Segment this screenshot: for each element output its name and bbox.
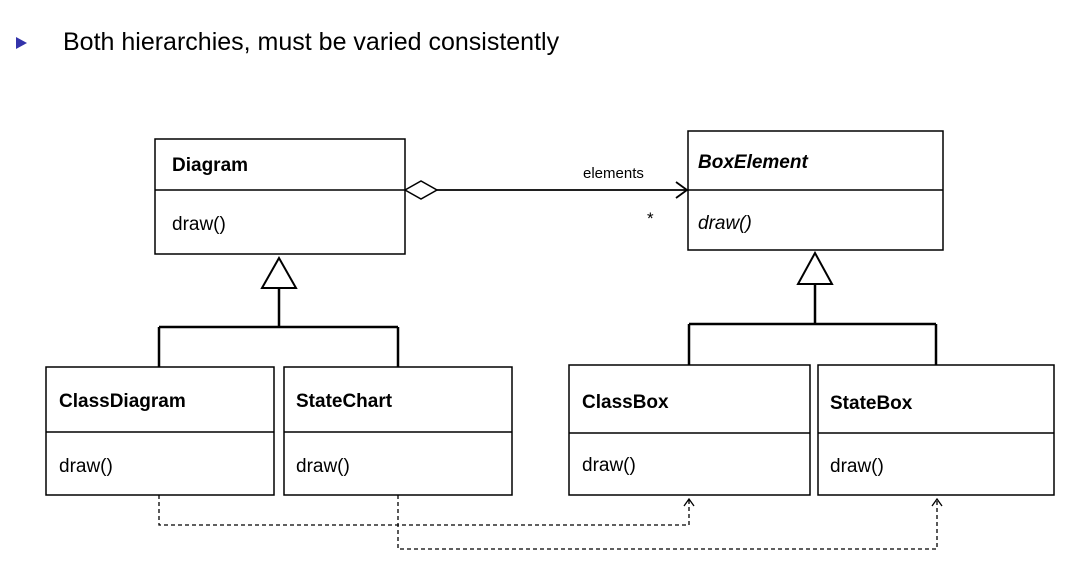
class-statechart-box: StateChart draw()	[283, 366, 513, 496]
triangle-bullet-icon	[16, 37, 27, 49]
statebox-class-name: StateBox	[830, 393, 913, 414]
dependency-statechart-statebox	[397, 495, 943, 550]
statebox-class-operation: draw()	[830, 456, 884, 477]
classdiagram-class-name: ClassDiagram	[59, 391, 186, 412]
class-statebox-box: StateBox draw()	[817, 364, 1055, 496]
statechart-class-name: StateChart	[296, 391, 393, 412]
classbox-class-name: ClassBox	[582, 392, 669, 413]
bullet-text: Both hierarchies, must be varied consist…	[63, 27, 560, 56]
left-generalization	[157, 255, 400, 367]
box-element-class-operation: draw()	[698, 213, 752, 234]
classdiagram-class-operation: draw()	[59, 456, 113, 477]
aggregation-association: elements *	[403, 165, 689, 228]
class-classdiagram-box: ClassDiagram draw()	[45, 366, 275, 496]
box-element-class-name: BoxElement	[698, 152, 808, 173]
bullet-point: Both hierarchies, must be varied consist…	[16, 22, 559, 62]
class-classbox-box: ClassBox draw()	[568, 364, 811, 496]
generalization-triangle-icon	[796, 250, 834, 285]
diagram-class-name: Diagram	[172, 155, 248, 176]
diagram-class-operation: draw()	[172, 214, 226, 235]
statechart-class-operation: draw()	[296, 456, 350, 477]
box-element-box: BoxElement draw()	[687, 130, 944, 251]
class-diagram-box: Diagram draw()	[154, 138, 406, 255]
association-multiplicity: *	[647, 209, 654, 228]
dependency-arrow-icon	[683, 497, 695, 507]
dependency-classdiagram-classbox	[158, 495, 695, 526]
association-label: elements	[583, 165, 644, 182]
dependency-arrow-icon	[931, 497, 943, 507]
classbox-class-operation: draw()	[582, 455, 636, 476]
right-generalization	[687, 250, 938, 365]
generalization-triangle-icon	[260, 255, 298, 289]
navigation-arrow-icon	[675, 181, 689, 199]
aggregation-diamond-icon	[403, 180, 439, 200]
